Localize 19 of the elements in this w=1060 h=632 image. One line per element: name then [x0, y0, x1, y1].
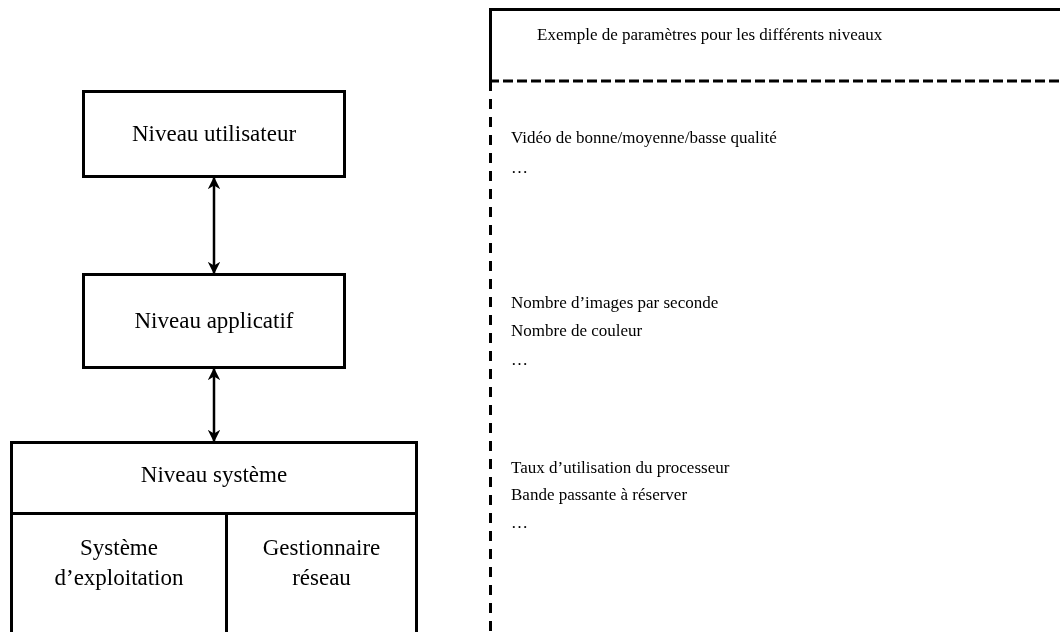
- parameter-text: …: [511, 158, 528, 178]
- level-label: Niveau utilisateur: [130, 120, 298, 148]
- parameter-text: Bande passante à réserver: [511, 485, 688, 505]
- parameter-text: Nombre de couleur: [511, 321, 643, 341]
- parameter-text: Nombre d’images par seconde: [511, 293, 719, 313]
- level-box: [82, 90, 346, 178]
- panel-heading: Exemple de paramètres pour les différents niveaux: [537, 25, 883, 45]
- parameter-panel: [489, 8, 1060, 632]
- component-label: Système d’exploitation: [53, 534, 185, 592]
- level-box: [82, 273, 346, 369]
- parameter-text: Vidéo de bonne/moyenne/basse qualité: [511, 128, 777, 148]
- parameter-text: …: [511, 513, 528, 533]
- component-label: Gestionnaire réseau: [261, 534, 382, 592]
- group-heading: Niveau système: [139, 461, 289, 489]
- double-arrow: [207, 367, 221, 443]
- parameter-text: Taux d’utilisation du processeur: [511, 458, 730, 478]
- level-label: Niveau applicatif: [133, 307, 295, 335]
- double-arrow: [207, 176, 221, 275]
- parameter-text: …: [511, 350, 528, 370]
